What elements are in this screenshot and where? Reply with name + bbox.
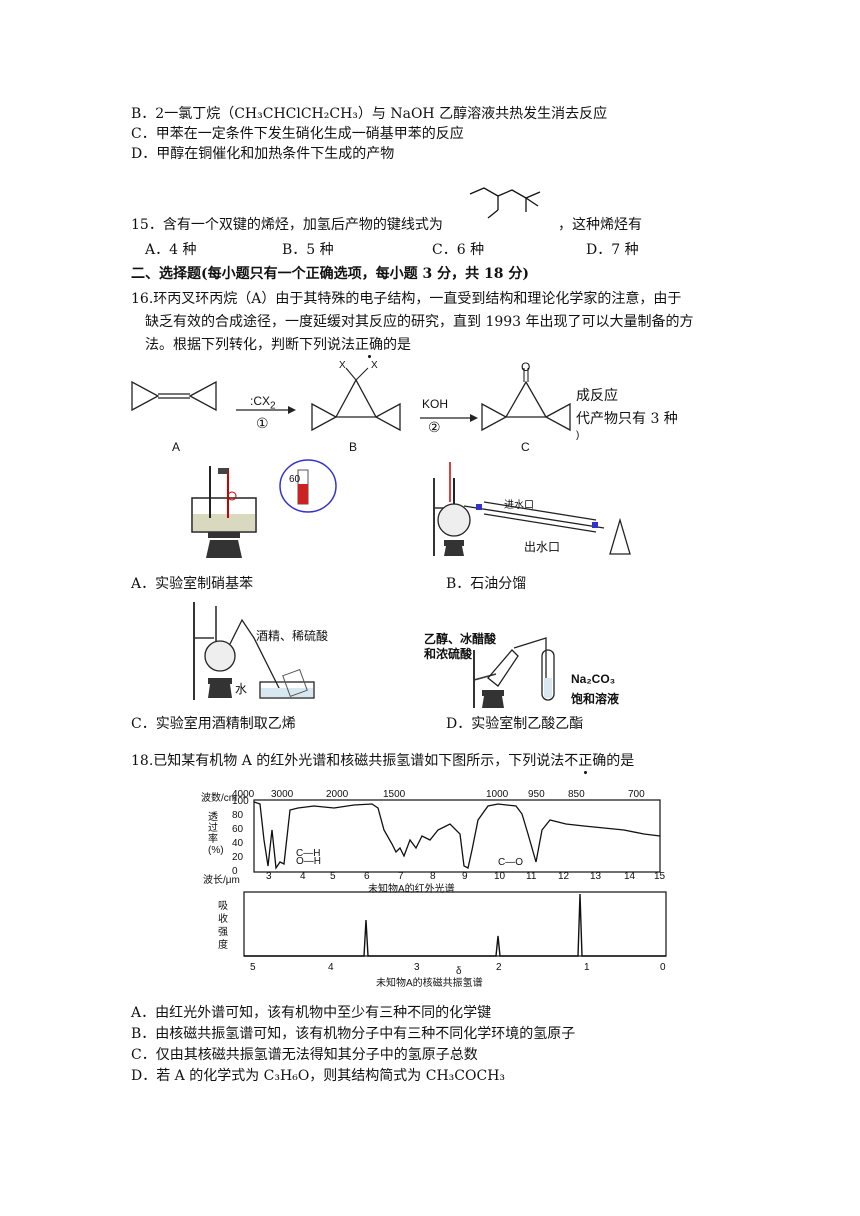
reagent-koh: KOH bbox=[422, 397, 449, 411]
ir-spectrum-plot bbox=[253, 799, 661, 873]
ir-top-tick: 950 bbox=[528, 789, 545, 800]
ir-top-tick: 2000 bbox=[326, 789, 349, 800]
ir-top-tick: 1000 bbox=[486, 789, 509, 800]
ir-bond-oh: O—H bbox=[296, 856, 321, 867]
ir-bottom-tick: 3 bbox=[266, 871, 272, 882]
nmr-tick: 2 bbox=[496, 962, 502, 973]
q14-option-c: C．甲苯在一定条件下发生硝化生成一硝基甲苯的反应 bbox=[131, 126, 464, 142]
q15-stem: 15．含有一个双键的烯烃，加氢后产物的键线式为 bbox=[131, 217, 443, 233]
apparatus-distillation bbox=[433, 462, 631, 556]
reagent-mix-line-2: 和浓硫酸 bbox=[424, 647, 473, 661]
ir-top-tick: 700 bbox=[628, 789, 645, 800]
water-label: 水 bbox=[235, 682, 248, 696]
thermometer-label: 60 bbox=[289, 474, 301, 485]
q17-caption-b: B．石油分馏 bbox=[446, 576, 527, 592]
ir-bottom-tick: 12 bbox=[558, 871, 570, 882]
ir-y-tick: 100 bbox=[232, 796, 249, 807]
ir-bottom-tick: 13 bbox=[590, 871, 602, 882]
ir-bottom-tick: 15 bbox=[654, 871, 666, 882]
ir-bottom-tick: 10 bbox=[494, 871, 506, 882]
label-x-right: X bbox=[371, 360, 378, 371]
nmr-title: 未知物A的核磁共振氢谱 bbox=[376, 978, 483, 989]
step-1: ① bbox=[256, 416, 269, 432]
nmr-tick: 3 bbox=[414, 962, 420, 973]
step-2: ② bbox=[428, 420, 441, 436]
ir-bottom-tick: 6 bbox=[364, 871, 370, 882]
nmr-tick: 4 bbox=[328, 962, 334, 973]
ir-y-tick: 80 bbox=[232, 810, 244, 821]
q16-line-3: 法。根据下列转化，判断下列说法正确的是 bbox=[145, 336, 411, 354]
ir-bottom-tick: 9 bbox=[462, 871, 468, 882]
ir-bottom-tick: 7 bbox=[398, 871, 404, 882]
ir-y-tick: 20 bbox=[232, 852, 244, 863]
q14-option-d: D．甲醇在铜催化和加热条件下生成的产物 bbox=[131, 146, 395, 162]
apparatus-ethylene bbox=[193, 602, 315, 700]
ir-y-tick: 0 bbox=[232, 866, 238, 877]
q18-option-d: D．若 A 的化学式为 C₃H₆O，则其结构简式为 CH₃COCH₃ bbox=[131, 1068, 506, 1084]
ir-bottom-tick: 8 bbox=[430, 871, 436, 882]
ir-top-axis-label: 波数/cm⁻¹ bbox=[201, 793, 246, 804]
ir-y-tick: 60 bbox=[232, 824, 244, 835]
q15-option-d: D．7 种 bbox=[586, 242, 639, 258]
q16-line-1: 16.环丙叉环丙烷（A）由于其特殊的电子结构，一直受到结构和理论化学家的注意，由… bbox=[131, 291, 682, 307]
label-a: A bbox=[172, 440, 181, 454]
water-outlet-label: 出水口 bbox=[524, 540, 561, 554]
reagent-cx2: :CX2 bbox=[250, 394, 276, 412]
ir-top-tick: 3000 bbox=[271, 789, 294, 800]
ir-bottom-tick: 14 bbox=[624, 871, 636, 882]
q18-option-b: B．由核磁共振氢谱可知，该有机物分子中有三种不同化学环境的氢原子 bbox=[131, 1026, 576, 1042]
water-inlet-label: 进水口 bbox=[504, 500, 534, 511]
label-x-left: X bbox=[339, 360, 346, 371]
ir-top-tick: 4000 bbox=[232, 789, 255, 800]
ir-title: 未知物A的红外光谱 bbox=[368, 884, 455, 895]
reaction-scheme bbox=[131, 367, 571, 432]
nmr-tick: 5 bbox=[250, 962, 256, 973]
q15-option-c: C．6 种 bbox=[432, 242, 485, 258]
nmr-y-axis-label: 吸收强度 bbox=[218, 901, 228, 951]
q15-option-a: A．4 种 bbox=[145, 242, 197, 258]
q15-stem-end: ，这种烯烃有 bbox=[558, 217, 642, 233]
nmr-tick: 1 bbox=[584, 962, 590, 973]
overflow-text-1: 成反应 bbox=[576, 388, 618, 404]
nmr-tick: 0 bbox=[660, 962, 666, 973]
q15-option-b: B．5 种 bbox=[282, 242, 334, 258]
section-heading: 二、选择题(每小题只有一个正确选项，每小题 3 分，共 18 分) bbox=[131, 266, 529, 282]
overflow-text-3: ) bbox=[576, 430, 580, 441]
nmr-spectrum-plot bbox=[243, 891, 667, 957]
q17-caption-d: D．实验室制乙酸乙酯 bbox=[446, 716, 584, 732]
nmr-delta: δ bbox=[456, 966, 462, 977]
q18-option-a: A．由红光外谱可知，该有机物中至少有三种不同的化学键 bbox=[131, 1005, 492, 1021]
q14-option-b: B．2一氯丁烷（CH₃CHClCH₂CH₃）与 NaOH 乙醇溶液共热发生消去反… bbox=[131, 106, 608, 122]
ir-top-tick: 850 bbox=[568, 789, 585, 800]
ir-y-axis-label: 透过率(%) bbox=[208, 812, 224, 856]
q18-option-c: C．仅由其核磁共振氢谱无法得知其分子中的氢原子总数 bbox=[131, 1047, 478, 1063]
q16-line-3c: 的是 bbox=[383, 337, 411, 353]
apparatus-ethyl-acetate bbox=[473, 637, 555, 708]
ir-bond-co: C—O bbox=[498, 857, 523, 868]
q18-stem: 18.已知某有机物 A 的红外光谱和核磁共振氢谱如下图所示，下列说法不正确的是 bbox=[131, 753, 635, 769]
overflow-text-2: 代产物只有 3 种 bbox=[576, 411, 678, 427]
label-o: O bbox=[521, 360, 531, 374]
reagent-mix-line-1: 乙醇、冰醋酸 bbox=[424, 632, 497, 646]
ir-bottom-tick: 5 bbox=[330, 871, 336, 882]
label-c: C bbox=[521, 440, 530, 454]
ir-y-tick: 40 bbox=[232, 838, 244, 849]
q17-caption-c: C．实验室用酒精制取乙烯 bbox=[131, 716, 296, 732]
q17-caption-a: A．实验室制硝基苯 bbox=[131, 576, 254, 592]
ir-top-tick: 1500 bbox=[383, 789, 406, 800]
ir-bond-ch: C—H bbox=[296, 848, 321, 859]
skeletal-formula bbox=[469, 187, 541, 219]
saturated-solution-label: 饱和溶液 bbox=[571, 692, 620, 706]
q16-emphasis: 正确 bbox=[355, 337, 383, 353]
na2co3-label: Na₂CO₃ bbox=[571, 672, 616, 686]
apparatus-nitrobenzene bbox=[191, 459, 337, 558]
q16-line-2: 缺乏有效的合成途径，一度延缓对其反应的研究，直到 1993 年出现了可以大量制备… bbox=[145, 314, 694, 330]
ir-bottom-tick: 4 bbox=[300, 871, 306, 882]
label-b: B bbox=[349, 440, 358, 454]
q16-line-3a: 法。根据下列转化，判断下列说法 bbox=[145, 337, 355, 353]
reagent-ethanol-acid: 酒精、稀硫酸 bbox=[256, 629, 329, 643]
ir-bottom-axis-label: 波长/μm bbox=[203, 875, 240, 886]
ir-bottom-tick: 11 bbox=[526, 871, 537, 882]
